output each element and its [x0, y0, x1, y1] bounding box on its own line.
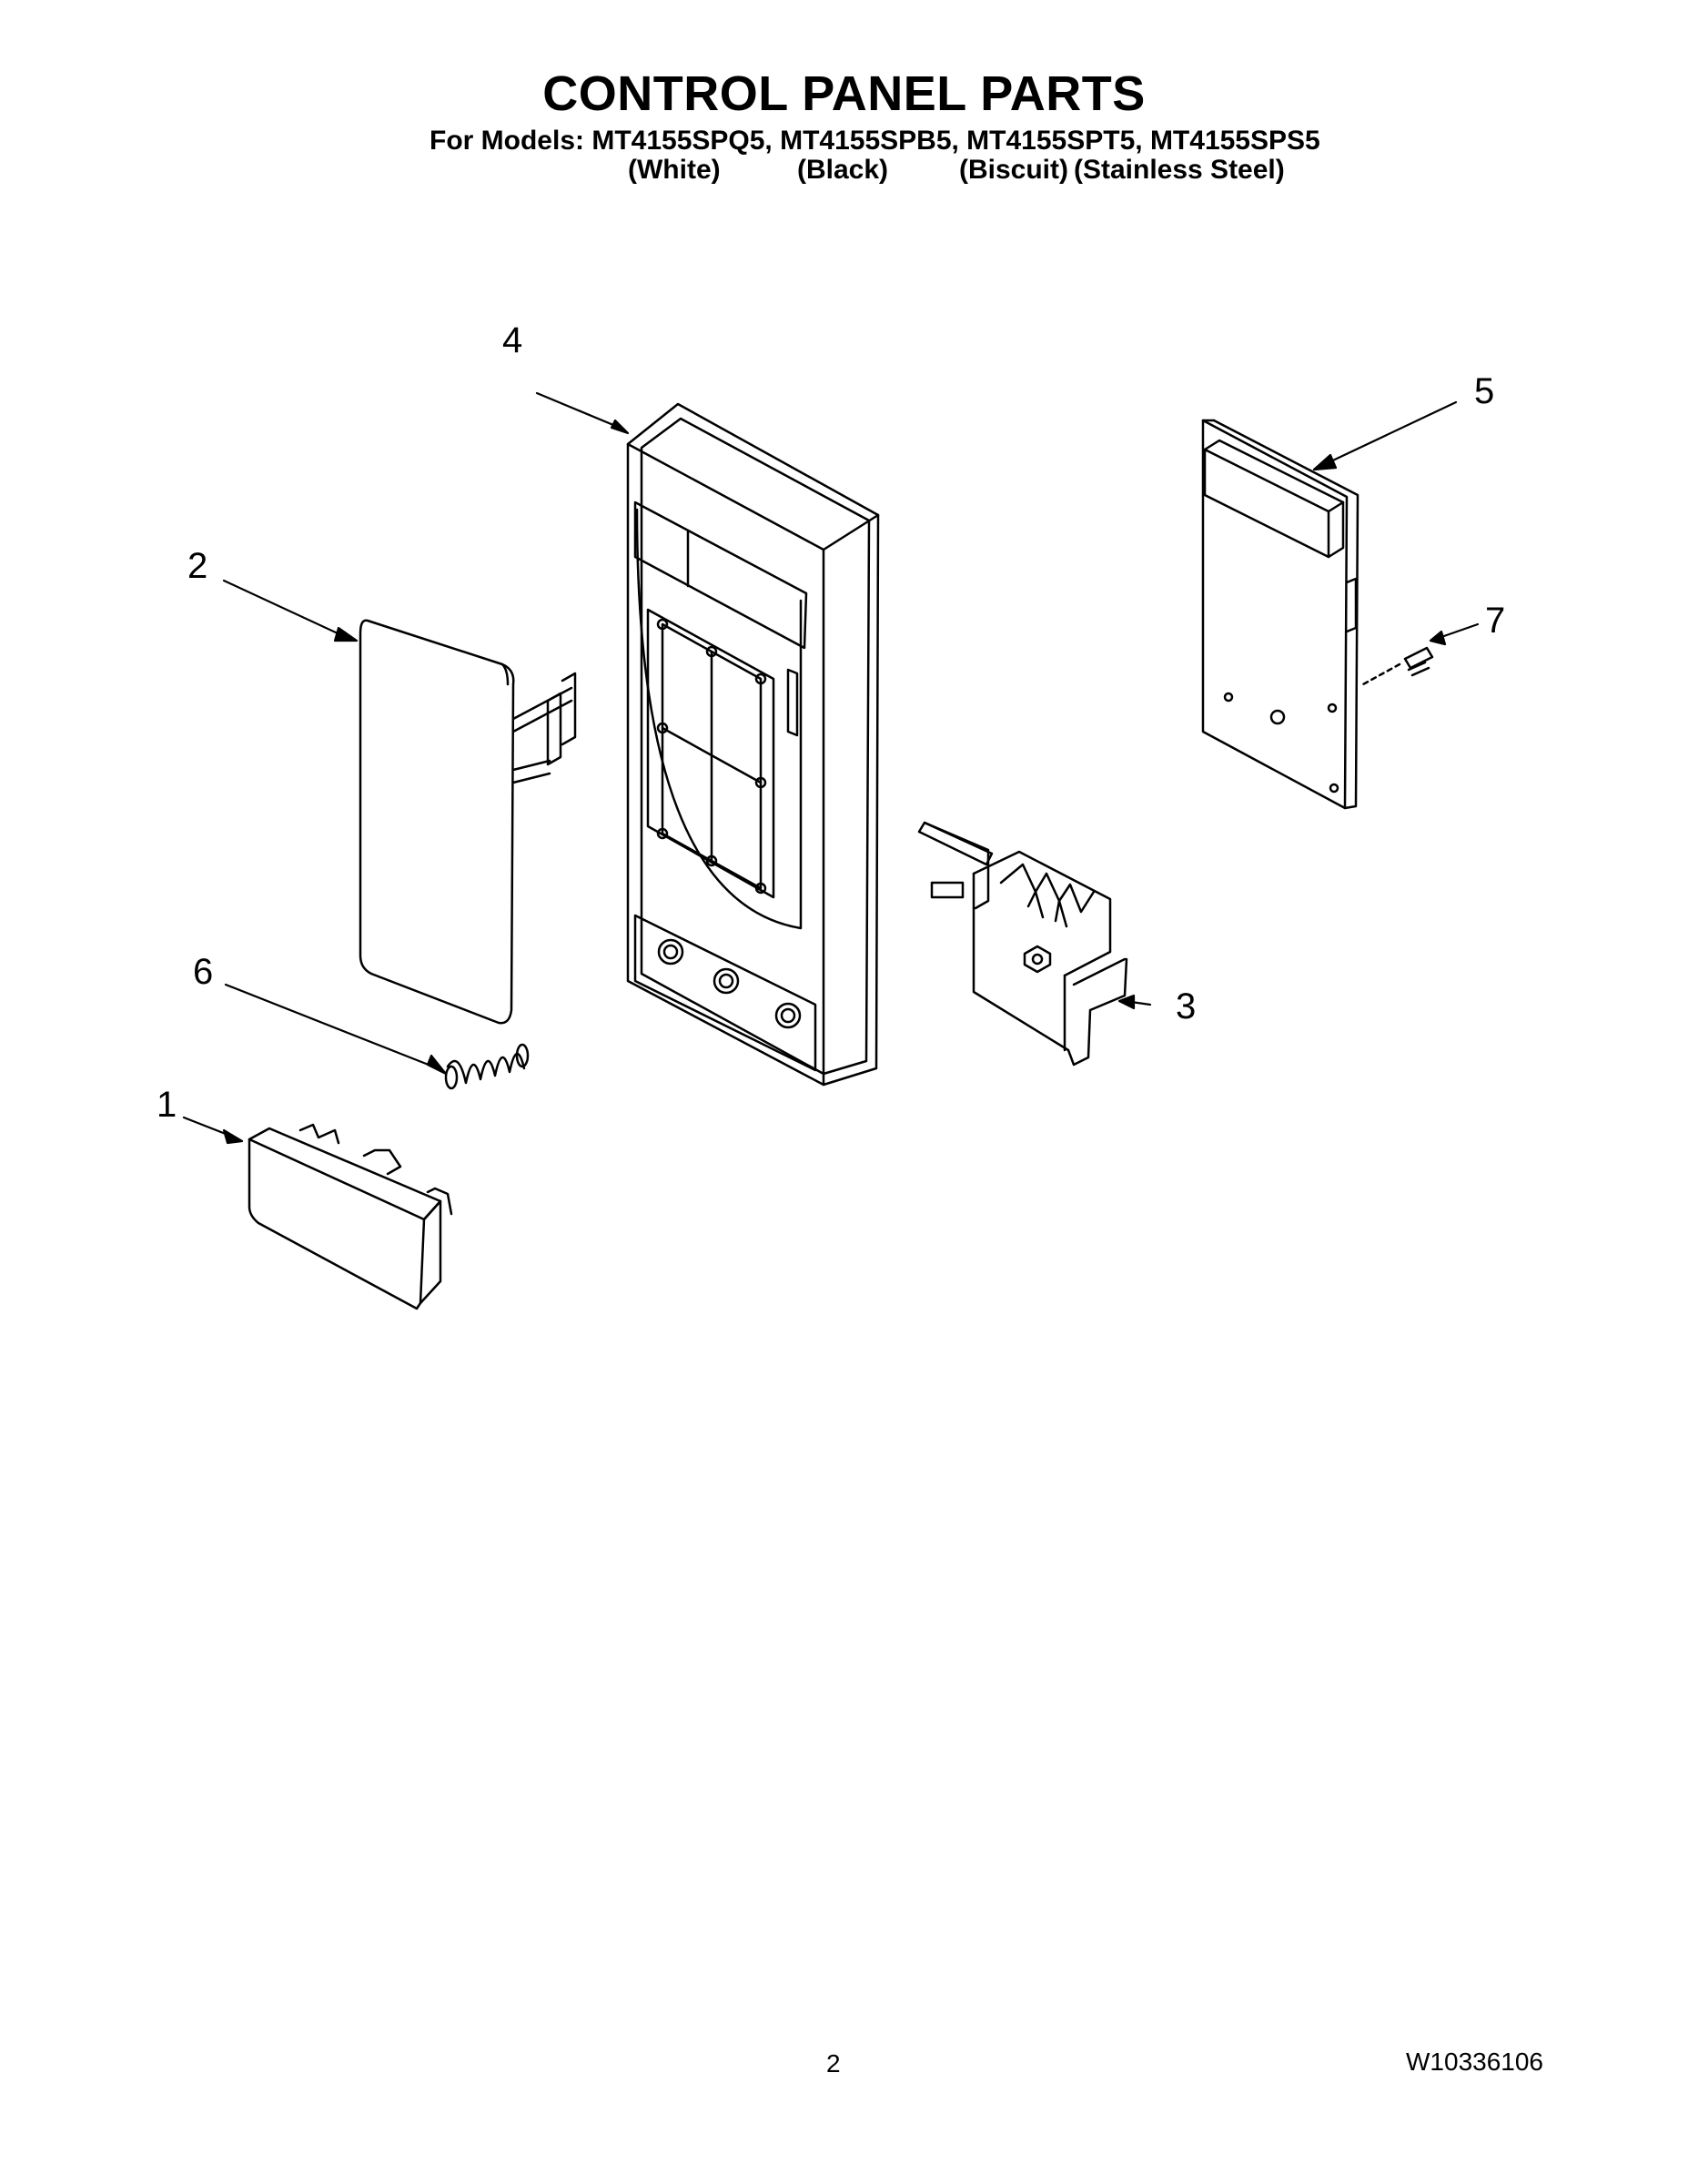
leader-7 — [1440, 622, 1480, 639]
document-number: W10336106 — [1406, 2048, 1544, 2076]
part-3-latch — [917, 821, 1128, 1067]
part-4-control-panel — [626, 402, 880, 1087]
callout-3: 3 — [1176, 986, 1197, 1026]
color-label-white: (White) — [628, 155, 721, 185]
color-label-biscuit: (Biscuit) — [959, 155, 1068, 185]
leader-5 — [1319, 400, 1458, 468]
leader-2 — [222, 579, 351, 641]
callout-7: 7 — [1485, 601, 1506, 641]
callout-2: 2 — [187, 546, 208, 586]
leader-6 — [224, 983, 444, 1072]
part-7-screw — [1361, 646, 1434, 686]
callout-5: 5 — [1474, 371, 1495, 411]
color-label-stainless-steel: (Stainless Steel) — [1074, 155, 1285, 185]
page-title: CONTROL PANEL PARTS — [542, 66, 1146, 121]
callout-6: 6 — [193, 952, 214, 992]
callout-4: 4 — [502, 320, 523, 360]
part-1-door-button — [248, 1123, 453, 1310]
models-line: For Models: MT4155SPQ5, MT4155SPB5, MT41… — [430, 126, 1320, 156]
callout-1: 1 — [157, 1085, 177, 1125]
part-6-spring — [444, 1043, 530, 1090]
leader-lines — [182, 391, 1480, 1145]
part-5-control-board — [1201, 419, 1359, 810]
part-2-keypad-door — [359, 619, 577, 1025]
page-number: 2 — [826, 2049, 841, 2078]
leader-4 — [535, 391, 626, 431]
color-label-black: (Black) — [797, 155, 889, 185]
